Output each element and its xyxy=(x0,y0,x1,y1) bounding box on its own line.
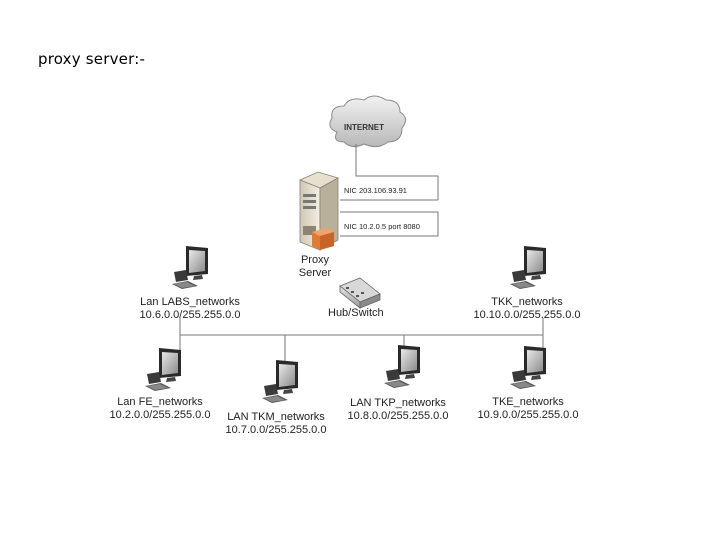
nic-external-label: NIC 203.106.93.91 xyxy=(344,186,407,195)
workstation-tkk-icon xyxy=(510,246,546,289)
network-subnet-labs: 10.6.0.0/255.255.0.0 xyxy=(140,309,241,321)
network-name-tkm: LAN TKM_networks xyxy=(227,411,325,423)
workstation-tke-icon xyxy=(510,346,546,389)
network-name-fe: Lan FE_networks xyxy=(117,396,203,408)
network-subnet-tkp: 10.8.0.0/255.255.0.0 xyxy=(348,410,449,422)
internet-cloud-icon: INTERNET xyxy=(329,95,406,148)
workstation-labs-icon xyxy=(172,246,208,289)
network-name-tkp: LAN TKP_networks xyxy=(350,397,446,409)
proxy-label-line2: Server xyxy=(299,267,332,279)
internet-label: INTERNET xyxy=(344,123,384,132)
workstation-tkp-icon xyxy=(384,345,420,388)
internet-link xyxy=(340,144,439,237)
network-subnet-tke: 10.9.0.0/255.255.0.0 xyxy=(478,409,579,421)
slide-title: proxy server:- xyxy=(38,50,146,68)
network-subnet-tkm: 10.7.0.0/255.255.0.0 xyxy=(226,424,327,436)
proxy-label-line1: Proxy xyxy=(301,254,330,266)
workstation-fe-icon xyxy=(145,348,181,391)
network-name-tke: TKE_networks xyxy=(492,396,564,408)
workstation-tkm-icon xyxy=(262,360,298,403)
network-subnet-fe: 10.2.0.0/255.255.0.0 xyxy=(110,409,211,421)
hub-label: Hub/Switch xyxy=(328,307,384,319)
network-name-tkk: TKK_networks xyxy=(491,296,563,308)
network-subnet-tkk: 10.10.0.0/255.255.0.0 xyxy=(473,309,580,321)
hub-switch-icon xyxy=(339,277,381,309)
nic-internal-label: NIC 10.2.0.5 port 8080 xyxy=(344,222,420,231)
lan-bus xyxy=(179,318,544,362)
network-name-labs: Lan LABS_networks xyxy=(140,296,240,308)
proxy-server-icon xyxy=(298,171,340,251)
